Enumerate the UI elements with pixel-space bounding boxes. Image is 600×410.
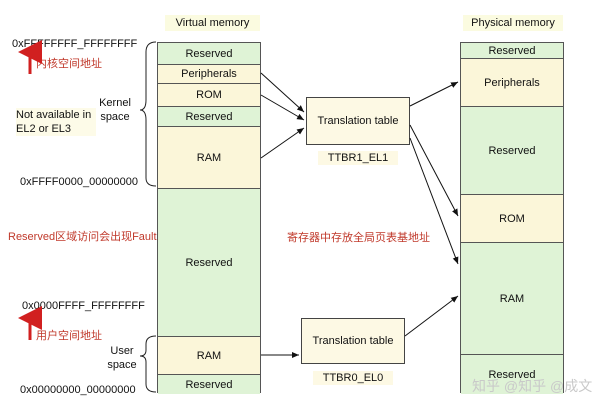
virtual-memory-header: Virtual memory bbox=[165, 15, 260, 31]
arrow-rom-to-ttbr1 bbox=[260, 94, 305, 121]
virtual-block-reserved-top: Reserved bbox=[158, 43, 260, 65]
address-user-top: 0x0000FFFF_FFFFFFFF bbox=[22, 300, 145, 312]
physical-memory-map: Reserved Peripherals Reserved ROM RAM Re… bbox=[460, 42, 564, 394]
register-ttbr0-el0: TTBR0_EL0 bbox=[313, 371, 393, 385]
arrow-ttbr0-to-ram bbox=[404, 295, 459, 337]
virtual-block-reserved-kernel: Reserved bbox=[158, 107, 260, 127]
physical-block-peripherals: Peripherals bbox=[461, 59, 563, 107]
virtual-block-ram-user: RAM bbox=[158, 337, 260, 375]
kernel-space-label: Kernel space bbox=[99, 97, 131, 123]
physical-block-rom: ROM bbox=[461, 195, 563, 243]
physical-memory-header: Physical memory bbox=[463, 15, 563, 31]
register-ttbr1-el1: TTBR1_EL1 bbox=[318, 151, 398, 165]
virtual-block-peripherals: Peripherals bbox=[158, 65, 260, 84]
kernel-space-address-note: 内核空间地址 bbox=[36, 58, 102, 70]
user-space-label: User space bbox=[107, 345, 137, 371]
address-kernel-bottom: 0xFFFF0000_00000000 bbox=[20, 176, 139, 188]
user-space-bracket bbox=[139, 335, 157, 393]
arrow-ram-kernel-to-ttbr1 bbox=[260, 127, 305, 159]
translation-table-ttbr1: Translation table bbox=[306, 97, 410, 145]
arrow-ttbr1-to-ram bbox=[409, 137, 459, 265]
watermark: 知乎 @知乎 @成文 bbox=[472, 378, 593, 394]
virtual-block-ram-kernel: RAM bbox=[158, 127, 260, 189]
address-bottom: 0x00000000_00000000 bbox=[20, 384, 136, 396]
not-available-note: Not available in EL2 or EL3 bbox=[16, 108, 96, 136]
virtual-block-reserved-bottom: Reserved bbox=[158, 375, 260, 394]
reserved-fault-note: Reserved区域访问会出现Fault bbox=[8, 231, 157, 243]
global-table-base-note: 寄存器中存放全局页表基地址 bbox=[287, 232, 430, 244]
physical-block-reserved-mid: Reserved bbox=[461, 107, 563, 195]
physical-block-reserved-top: Reserved bbox=[461, 43, 563, 59]
address-top: 0xFFFFFFFF_FFFFFFFF bbox=[12, 38, 138, 50]
virtual-memory-map: Reserved Peripherals ROM Reserved RAM Re… bbox=[157, 42, 261, 394]
kernel-space-bracket bbox=[139, 41, 157, 187]
translation-table-ttbr0: Translation table bbox=[301, 318, 405, 364]
physical-block-ram: RAM bbox=[461, 243, 563, 355]
virtual-block-rom: ROM bbox=[158, 84, 260, 107]
virtual-block-reserved-middle: Reserved bbox=[158, 189, 260, 337]
arrow-peripherals-to-ttbr1 bbox=[260, 72, 305, 113]
arrow-ttbr1-to-peripherals bbox=[409, 81, 459, 107]
physical-block-reserved-bottom: Reserved bbox=[461, 355, 563, 394]
arrow-ttbr1-to-rom bbox=[409, 124, 459, 217]
user-space-address-note: 用户空间地址 bbox=[36, 330, 102, 342]
